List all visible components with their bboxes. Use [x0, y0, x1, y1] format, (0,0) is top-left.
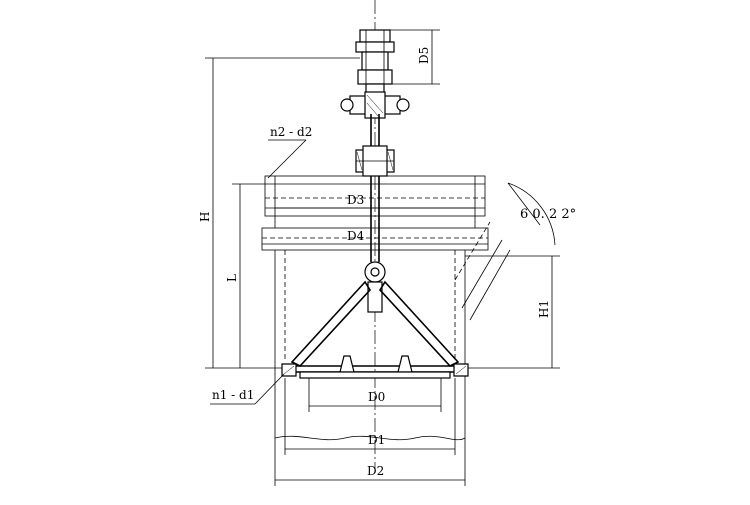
dim-angle: 6 0. 2 2°	[507, 182, 576, 246]
dim-H: H	[198, 57, 360, 369]
label-H: H	[198, 212, 212, 222]
dim-D4: D4	[262, 229, 488, 245]
leader-n2-d2: n2 - d2	[267, 125, 312, 179]
leader-n1-d1: n1 - d1	[210, 373, 285, 405]
dim-D3: D3	[275, 193, 475, 209]
dim-H1: H1	[465, 255, 560, 369]
inclined-branch	[454, 221, 511, 321]
valve-stem	[370, 114, 380, 262]
dim-D2: D2	[274, 440, 466, 486]
label-D4: D4	[347, 229, 365, 243]
label-H1: H1	[537, 300, 551, 318]
gate-frame	[281, 261, 469, 379]
top-actuator	[340, 29, 410, 119]
label-L: L	[225, 274, 239, 282]
dim-D1: D1	[284, 378, 456, 455]
pipe-body	[274, 250, 466, 441]
label-D2: D2	[367, 464, 384, 478]
label-D1: D1	[368, 433, 385, 447]
dim-L: L	[225, 183, 265, 368]
dim-D5: D5	[385, 29, 440, 85]
label-angle: 6 0. 2 2°	[520, 207, 576, 222]
stem-guide	[355, 145, 395, 177]
label-D0: D0	[368, 390, 385, 404]
label-D3: D3	[347, 193, 364, 207]
label-D5: D5	[417, 47, 431, 64]
label-n1-d1: n1 - d1	[212, 388, 254, 402]
dim-D0: D0	[308, 378, 442, 412]
label-n2-d2: n2 - d2	[270, 125, 312, 139]
